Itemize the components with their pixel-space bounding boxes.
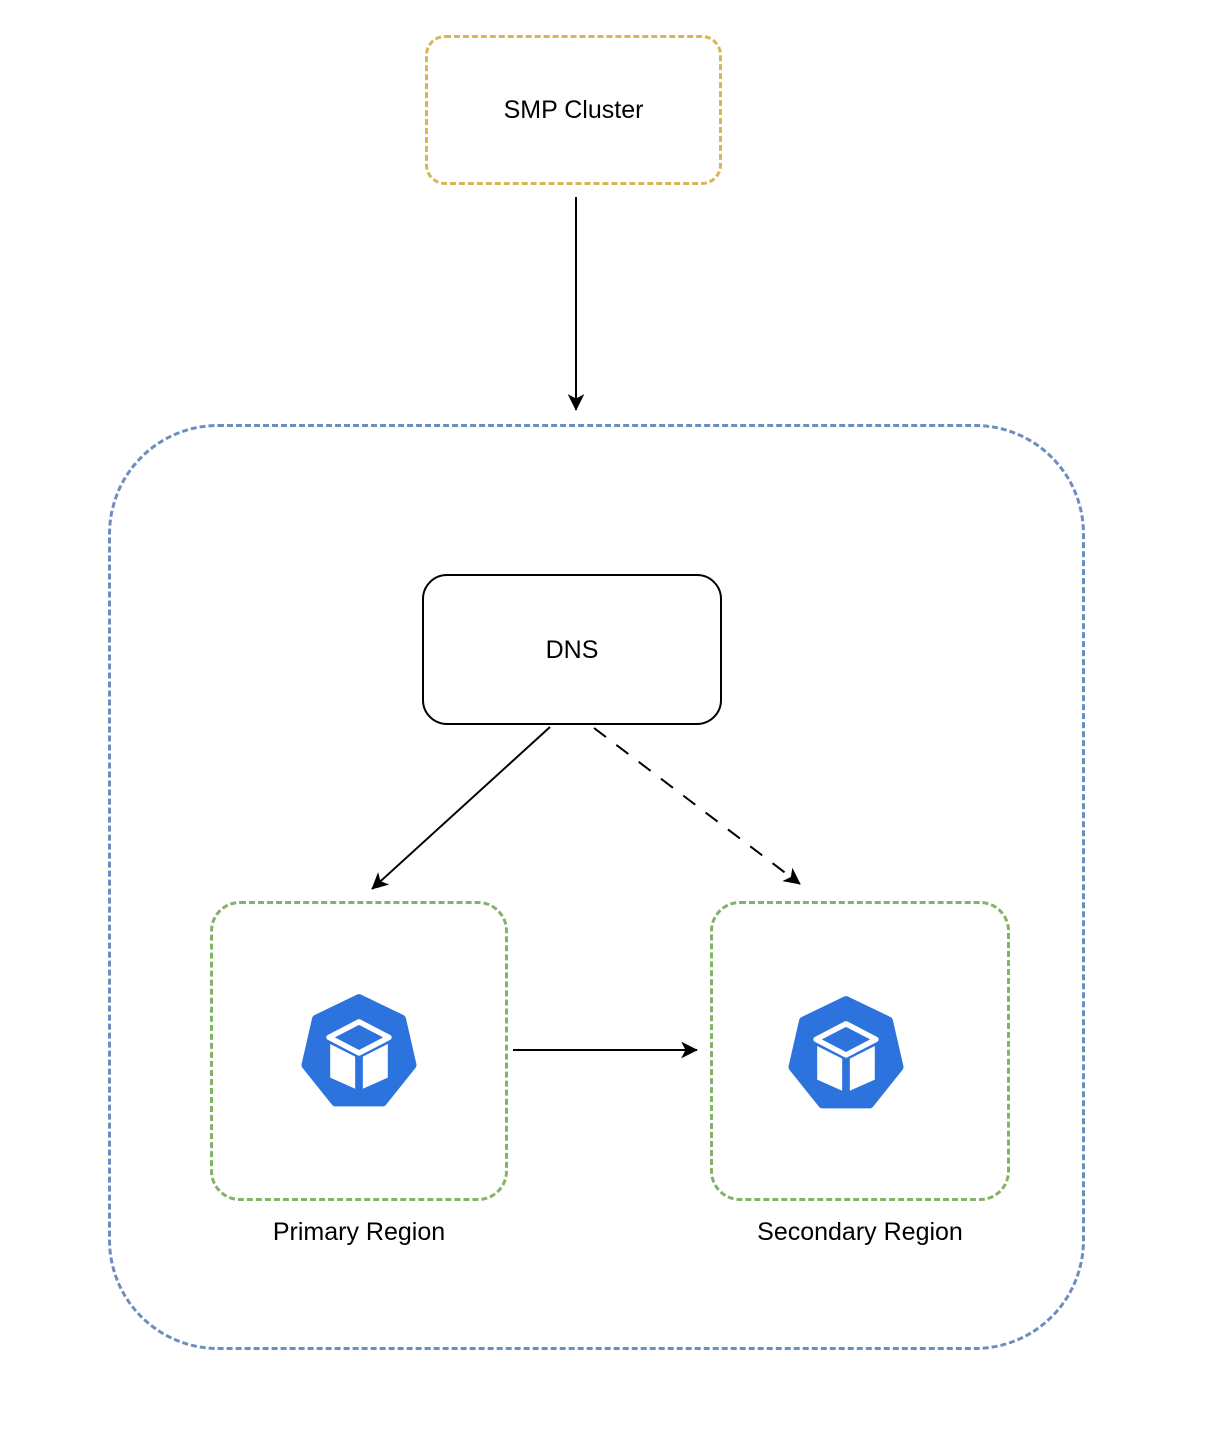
primary-region-label: Primary Region bbox=[272, 1218, 446, 1246]
smp-cluster-node: SMP Cluster bbox=[425, 35, 722, 185]
secondary-region-label: Secondary Region bbox=[757, 1218, 963, 1246]
region-container-box bbox=[108, 424, 1085, 1350]
dns-label: DNS bbox=[545, 635, 599, 664]
heptagon-cube-icon bbox=[788, 996, 904, 1109]
heptagon-cube-icon bbox=[301, 994, 417, 1107]
smp-cluster-label: SMP Cluster bbox=[503, 96, 644, 124]
dns-node: DNS bbox=[422, 574, 722, 725]
